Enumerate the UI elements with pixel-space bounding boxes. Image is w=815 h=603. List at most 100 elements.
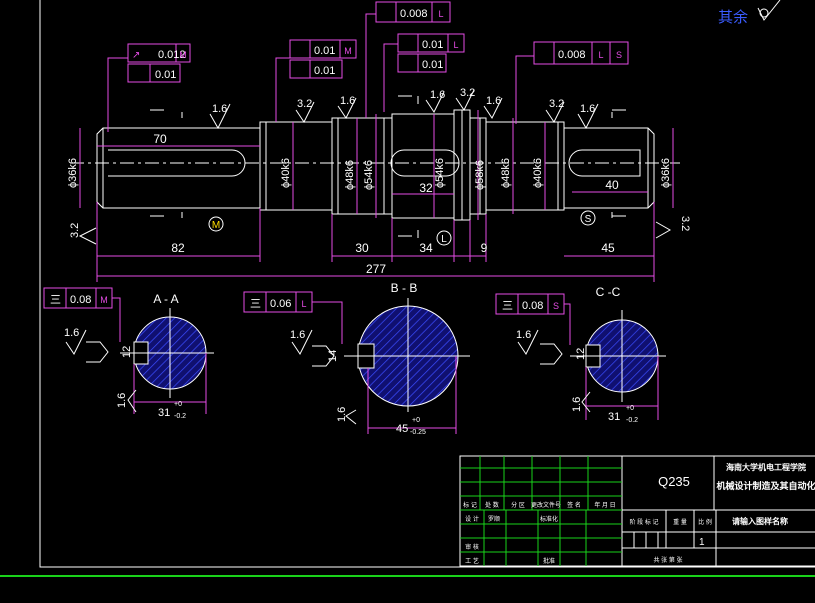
- svg-text:1.6: 1.6: [290, 329, 305, 341]
- svg-text:更改文件号: 更改文件号: [531, 501, 561, 509]
- svg-text:共 张 第 张: 共 张 第 张: [653, 556, 682, 564]
- ra-1-6: 1.6: [430, 89, 445, 101]
- tolerance-frame-e: 0.008 L S: [533, 41, 629, 65]
- svg-text:标 记: 标 记: [463, 501, 477, 509]
- svg-text:B - B: B - B: [391, 281, 418, 295]
- tolerance-frame-b: 0.01 M 0.01: [289, 39, 357, 79]
- svg-text:↗: ↗: [132, 50, 140, 61]
- ra-3-2: 3.2: [460, 87, 475, 99]
- svg-text:C -C: C -C: [596, 285, 621, 299]
- svg-text:0.01: 0.01: [422, 59, 443, 71]
- svg-text:处 数: 处 数: [485, 501, 499, 509]
- title-block: Q235 海南大学机电工程学院 机械设计制造及其自动化 请输入图样名称 标 记 …: [459, 455, 815, 567]
- roughness-values: 1.6 3.2 1.6 1.6 3.2 1.6 3.2 1.6 3.2 3.2: [69, 87, 691, 238]
- svg-text:三: 三: [502, 300, 513, 312]
- svg-text:L: L: [301, 299, 306, 309]
- svg-text:0.012: 0.012: [158, 49, 186, 61]
- svg-text:+0: +0: [174, 401, 182, 408]
- section-a-a: A - A 三 0.08 M 12 31 +0 -0.2 1.6 1.6: [43, 287, 214, 420]
- ra-3-2: 3.2: [69, 223, 81, 238]
- svg-text:0.06: 0.06: [270, 298, 291, 310]
- svg-text:标准化: 标准化: [540, 515, 558, 523]
- svg-text:S: S: [616, 50, 622, 60]
- svg-text:31: 31: [158, 407, 170, 419]
- tolerance-frame-a: ↗ 0.012 M 0.01: [127, 43, 191, 83]
- scale-value: 1: [699, 537, 705, 548]
- svg-text:12: 12: [121, 346, 133, 358]
- svg-text:M: M: [344, 46, 352, 56]
- svg-text:0.008: 0.008: [400, 8, 428, 20]
- svg-text:罗顺: 罗顺: [488, 516, 500, 523]
- dia-54k6-left: ϕ54k6: [363, 160, 375, 190]
- svg-text:M: M: [100, 295, 108, 305]
- roughness-icon: [757, 0, 781, 21]
- svg-text:三: 三: [50, 294, 61, 306]
- svg-text:0.01: 0.01: [314, 65, 335, 77]
- svg-text:1.6: 1.6: [64, 327, 79, 339]
- svg-text:重 量: 重 量: [673, 518, 687, 526]
- svg-text:审 核: 审 核: [465, 543, 479, 551]
- svg-text:L: L: [453, 40, 458, 50]
- tolerance-frame-c: 0.008 L: [375, 1, 451, 23]
- datum-circle-l: L: [436, 230, 452, 246]
- svg-text:0.008: 0.008: [558, 49, 586, 61]
- svg-text:0.01: 0.01: [155, 69, 176, 81]
- diameter-texts: ϕ36k6 ϕ40k6 ϕ48k6 ϕ54k6 ϕ54k6 ϕ58k6 ϕ48k…: [67, 158, 672, 190]
- svg-text:0.01: 0.01: [422, 39, 443, 51]
- dia-40k6-left: ϕ40k6: [280, 158, 292, 188]
- dim-277: 277: [366, 262, 386, 276]
- dimension-lines: [79, 13, 674, 282]
- svg-text:工 艺: 工 艺: [465, 557, 479, 565]
- dia-36k6-left: ϕ36k6: [67, 158, 79, 188]
- svg-text:45: 45: [396, 423, 408, 435]
- svg-text:三: 三: [250, 298, 261, 310]
- svg-text:设 计: 设 计: [465, 515, 479, 523]
- ra-1-6: 1.6: [486, 95, 501, 107]
- svg-text:1.6: 1.6: [571, 397, 583, 412]
- dim-82: 82: [171, 241, 185, 255]
- svg-text:12: 12: [575, 348, 587, 360]
- svg-text:L: L: [441, 234, 447, 245]
- ra-1-6: 1.6: [340, 95, 355, 107]
- datum-circle-m: M: [208, 216, 224, 232]
- svg-text:分 区: 分 区: [511, 501, 525, 509]
- dim-32: 32: [419, 181, 433, 195]
- svg-text:1.6: 1.6: [116, 393, 128, 408]
- svg-text:1.6: 1.6: [336, 407, 348, 422]
- dia-58k6: ϕ58k6: [474, 160, 486, 190]
- svg-text:M: M: [179, 50, 187, 60]
- svg-text:1.6: 1.6: [516, 329, 531, 341]
- school-label: 海南大学机电工程学院: [726, 462, 806, 472]
- svg-text:签 名: 签 名: [567, 501, 581, 509]
- svg-text:阶 段 标 记: 阶 段 标 记: [629, 518, 658, 526]
- svg-text:0.08: 0.08: [70, 294, 91, 306]
- dimension-texts: 70 82 30 34 9 45 277 32 40: [153, 132, 619, 276]
- dim-40: 40: [605, 178, 619, 192]
- dim-45: 45: [601, 241, 615, 255]
- dim-70: 70: [153, 132, 167, 146]
- surface-finish-note: 其余: [718, 8, 749, 26]
- svg-text:+0: +0: [412, 417, 420, 424]
- drawing-name-label: 请输入图样名称: [732, 516, 788, 526]
- svg-text:31: 31: [608, 411, 620, 423]
- ra-3-2: 3.2: [549, 98, 564, 110]
- svg-text:S: S: [553, 301, 559, 311]
- svg-text:-0.2: -0.2: [174, 413, 186, 420]
- dia-48k6-right: ϕ48k6: [500, 158, 512, 188]
- svg-text:0.01: 0.01: [314, 45, 335, 57]
- svg-text:年 月 日: 年 月 日: [594, 501, 615, 509]
- dia-36k6-right: ϕ36k6: [660, 158, 672, 188]
- material-label: Q235: [658, 474, 690, 489]
- section-markers: [150, 95, 626, 238]
- svg-text:L: L: [438, 9, 443, 19]
- svg-text:-0.25: -0.25: [410, 429, 426, 436]
- dia-48k6-left: ϕ48k6: [344, 160, 356, 190]
- roughness-marks: [78, 89, 672, 245]
- svg-text:比 例: 比 例: [698, 518, 712, 526]
- ra-1-6: 1.6: [580, 103, 595, 115]
- svg-text:批准: 批准: [543, 557, 555, 565]
- svg-text:L: L: [598, 50, 603, 60]
- tolerance-frame-d: 0.01 L 0.01: [397, 33, 465, 73]
- dim-34: 34: [419, 241, 433, 255]
